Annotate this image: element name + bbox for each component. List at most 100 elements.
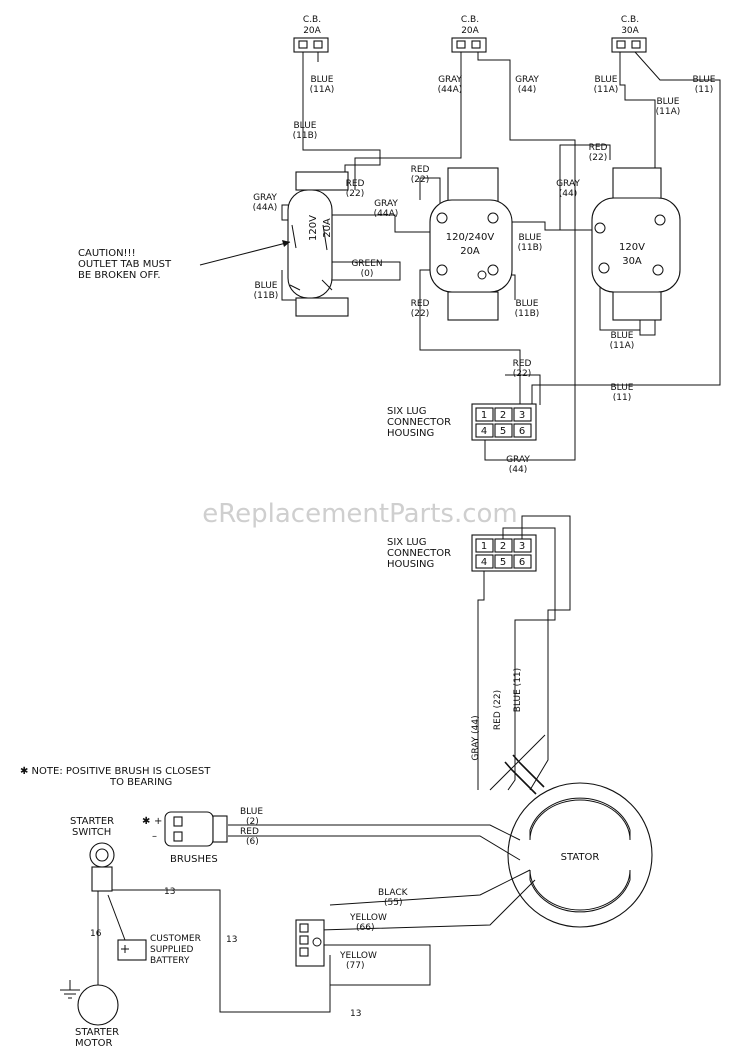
watermark: eReplacementParts.com: [202, 499, 518, 529]
label-center-red-b: RED: [411, 299, 430, 309]
stator-gray-label: GRAY (44): [471, 715, 481, 760]
label-lug-blue: BLUE: [610, 383, 633, 393]
starter-switch: STARTER SWITCH 16: [70, 816, 115, 939]
pin-5-lower: 5: [500, 557, 506, 568]
wire-16: 16: [90, 929, 102, 939]
lower-wiring: [60, 824, 536, 1013]
note-line-2: TO BEARING: [109, 777, 172, 788]
stator-red-label: RED (22): [493, 690, 503, 730]
label-lug-44: (44): [509, 465, 527, 475]
brush-note: ✱ NOTE: POSITIVE BRUSH IS CLOSEST TO BEA…: [20, 766, 211, 788]
brush-red-6: (6): [246, 837, 259, 847]
label-cb3-11a-2: (11A): [656, 107, 681, 117]
label-left-11b: (11B): [293, 131, 318, 141]
label-red-right: RED: [589, 143, 608, 153]
breaker-2-rating: 20A: [461, 26, 479, 36]
label-cb1-11a: (11A): [310, 85, 335, 95]
brush-star: ✱: [142, 816, 150, 827]
label-yellow-2: YELLOW: [339, 951, 377, 961]
starter-motor-label-1: STARTER: [75, 1027, 119, 1038]
label-yellow-66: (66): [356, 923, 374, 933]
label-left-blue-b: BLUE: [254, 281, 277, 291]
breaker-2: C.B. 20A: [451, 15, 487, 53]
pin-1: 1: [481, 410, 487, 421]
outlet-right-voltage: 120V: [619, 242, 645, 253]
breaker-3-rating: 30A: [621, 26, 639, 36]
caution-line-3: BE BROKEN OFF.: [78, 270, 161, 281]
breaker-1-rating: 20A: [303, 26, 321, 36]
note-line-1: ✱ NOTE: POSITIVE BRUSH IS CLOSEST: [20, 766, 211, 777]
label-green-0: (0): [361, 269, 374, 279]
label-yellow-1: YELLOW: [349, 913, 387, 923]
brush-blue: BLUE: [240, 807, 263, 817]
label-center-22: (22): [411, 175, 429, 185]
label-lug-11: (11): [613, 393, 631, 403]
connector-lower-title-2: CONNECTOR: [387, 548, 451, 559]
pin-6-lower: 6: [519, 557, 525, 568]
brush-minus: –: [152, 831, 157, 842]
battery-label-1: CUSTOMER: [150, 934, 201, 944]
label-cb3-blue-3: BLUE: [656, 97, 679, 107]
pin-4: 4: [481, 426, 487, 437]
upper-wiring: [281, 51, 721, 461]
label-center-22-b: (22): [411, 309, 429, 319]
label-cb2-44: (44): [518, 85, 536, 95]
breaker-3-label: C.B.: [621, 15, 639, 25]
breaker-2-label: C.B.: [461, 15, 479, 25]
label-cb2-gray-2: GRAY: [515, 75, 539, 85]
connector-upper-title-3: HOUSING: [387, 428, 434, 439]
label-gray-right-44: (44): [559, 189, 577, 199]
brush-blue-2: (2): [246, 817, 259, 827]
battery: CUSTOMER SUPPLIED BATTERY 13: [117, 934, 237, 966]
outlet-left-amps: 20A: [322, 218, 333, 238]
label-lug-gray: GRAY: [506, 455, 530, 465]
battery-label-2: SUPPLIED: [150, 945, 194, 955]
caution-line-2: OUTLET TAB MUST: [78, 259, 172, 270]
brushes: ✱ + – BRUSHES BLUE (2) RED (6): [142, 807, 263, 865]
label-cb3-11: (11): [695, 85, 713, 95]
caution-note: CAUTION!!! OUTLET TAB MUST BE BROKEN OFF…: [78, 240, 291, 281]
pin-6: 6: [519, 426, 525, 437]
stator-blue-label: BLUE (11): [513, 668, 523, 712]
wire-13-mid: 13: [226, 935, 237, 945]
pin-4-lower: 4: [481, 557, 487, 568]
pin-3: 3: [519, 410, 525, 421]
outlet-center: 120/240V 20A: [429, 167, 513, 321]
label-center-red: RED: [411, 165, 430, 175]
label-left-gray: GRAY: [253, 193, 277, 203]
pin-1-lower: 1: [481, 541, 487, 552]
brush-plus: +: [154, 816, 162, 827]
label-black: BLACK: [378, 888, 409, 898]
pin-3-lower: 3: [519, 541, 525, 552]
connector-upper-title-2: CONNECTOR: [387, 417, 451, 428]
brushes-label: BRUSHES: [170, 854, 218, 865]
label-left-11b-b: (11B): [254, 291, 279, 301]
label-left-44a: (44A): [253, 203, 278, 213]
label-cb3-11a: (11A): [594, 85, 619, 95]
label-lug-red: RED: [513, 359, 532, 369]
label-left-red: RED: [346, 179, 365, 189]
pin-2-lower: 2: [500, 541, 506, 552]
wire-13-top: 13: [164, 887, 175, 897]
outlet-left: 120V 20A: [287, 171, 349, 317]
battery-label-3: BATTERY: [150, 956, 190, 966]
label-lug-22: (22): [513, 369, 531, 379]
connector-lower: SIX LUG CONNECTOR HOUSING 1 2 3 4 5 6: [387, 534, 537, 572]
outlet-right-amps: 30A: [622, 256, 642, 267]
label-center-11b-b: (11B): [515, 309, 540, 319]
breaker-1-label: C.B.: [303, 15, 321, 25]
label-mid-gray: GRAY: [374, 199, 398, 209]
connector-upper: SIX LUG CONNECTOR HOUSING 1 2 3 4 5 6: [387, 403, 537, 441]
label-cb2-44a: (44A): [438, 85, 463, 95]
label-right-blue: BLUE: [610, 331, 633, 341]
starter-motor-label-2: MOTOR: [75, 1038, 112, 1049]
outlet-left-voltage: 120V: [308, 215, 319, 241]
label-yellow-77: (77): [346, 961, 364, 971]
stator: STATOR: [507, 782, 653, 928]
outlet-center-amps: 20A: [460, 246, 480, 257]
connector-upper-title-1: SIX LUG: [387, 406, 426, 417]
wire-13-bottom: 13: [350, 1009, 361, 1019]
brush-red: RED: [240, 827, 259, 837]
label-black-55: (55): [384, 898, 402, 908]
label-cb1-blue: BLUE: [310, 75, 333, 85]
